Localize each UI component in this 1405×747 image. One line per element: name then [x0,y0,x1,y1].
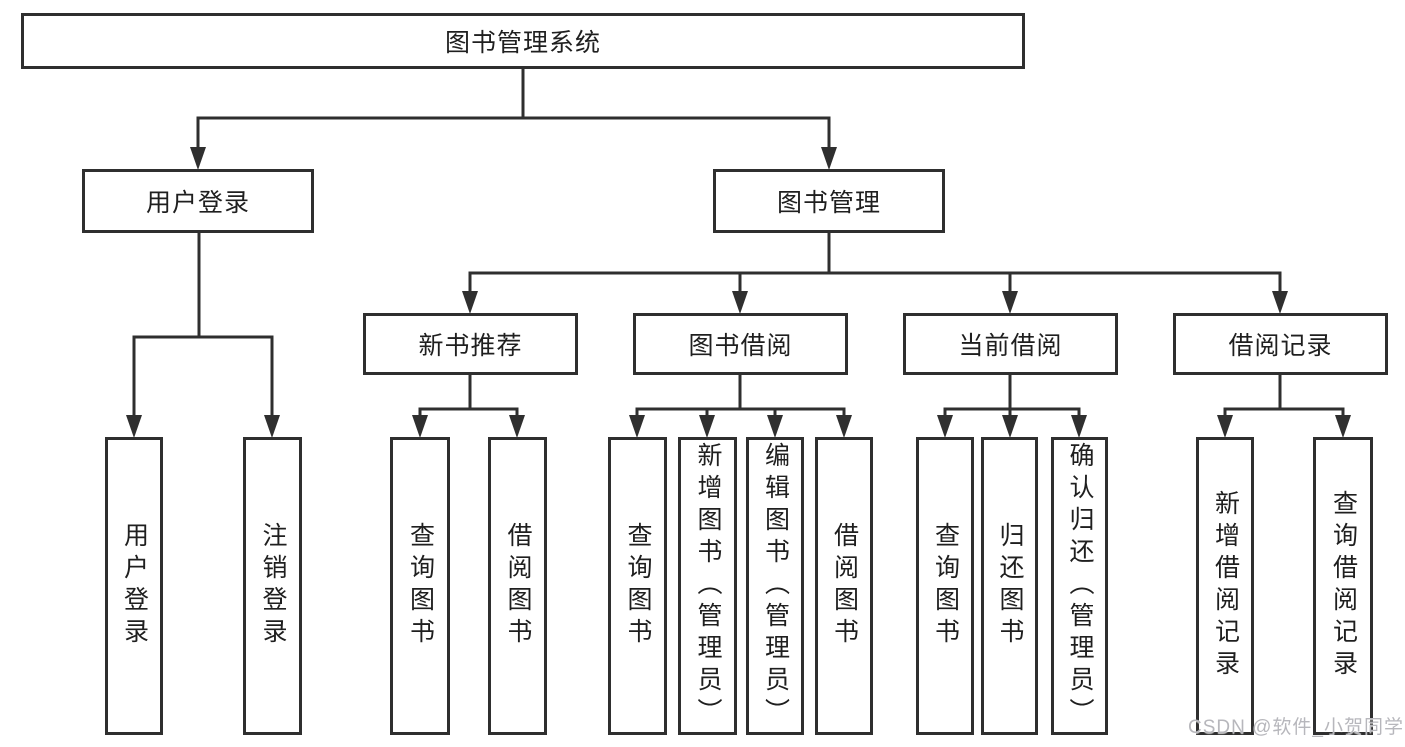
node-label: 借阅图书 [830,522,859,650]
node-user-login: 用户登录 [82,169,314,233]
node-label: 新增借阅记录 [1211,490,1240,682]
node-label: 借阅图书 [504,522,532,650]
node-label: 图书管理 [776,189,881,217]
leaf-records-add-borrow-record: 新增借阅记录 [1196,437,1254,735]
leaf-borrowing-borrow-book: 借阅图书 [815,437,873,735]
node-book-borrowing: 图书借阅 [633,313,848,375]
leaf-recommend-query-book: 查询图书 [390,437,450,735]
leaf-logout: 注销登录 [243,437,302,735]
node-label: 图书借阅 [688,332,793,360]
leaf-recommend-borrow-book: 借阅图书 [488,437,547,735]
arrowheads [126,147,1351,438]
leaf-current-confirm-return-admin: 确认归还（管理员） [1051,437,1108,735]
node-library-management-system: 图书管理系统 [21,13,1025,69]
node-label: 新书推荐 [418,332,523,360]
node-label: 查询图书 [624,522,652,650]
node-label: 查询图书 [931,522,960,650]
node-label: 注销登录 [259,522,287,650]
node-current-borrowing: 当前借阅 [903,313,1118,375]
leaf-borrowing-query-book: 查询图书 [608,437,667,735]
leaf-current-query-book: 查询图书 [916,437,974,735]
node-label: 确认归还（管理员） [1066,442,1094,730]
node-label: 查询借阅记录 [1329,490,1358,682]
node-label: 新增图书（管理员） [694,442,722,730]
node-label: 借阅记录 [1228,332,1333,360]
leaf-borrowing-add-book-admin: 新增图书（管理员） [678,437,737,735]
node-label: 图书管理系统 [444,29,601,57]
leaf-borrowing-edit-book-admin: 编辑图书（管理员） [746,437,804,735]
node-label: 编辑图书（管理员） [761,442,790,730]
leaf-records-query-borrow-record: 查询借阅记录 [1313,437,1373,735]
node-book-management: 图书管理 [713,169,945,233]
node-label: 用户登录 [145,189,250,217]
leaf-user-login: 用户登录 [105,437,163,735]
node-borrowing-records: 借阅记录 [1173,313,1388,375]
node-label: 查询图书 [406,522,435,650]
node-label: 当前借阅 [958,332,1063,360]
leaf-current-return-book: 归还图书 [981,437,1038,735]
csdn-watermark: CSDN @软件_小贺同学 [1188,717,1404,738]
node-label: 归还图书 [996,522,1024,650]
node-label: 用户登录 [120,522,149,650]
node-new-book-recommendation: 新书推荐 [363,313,578,375]
